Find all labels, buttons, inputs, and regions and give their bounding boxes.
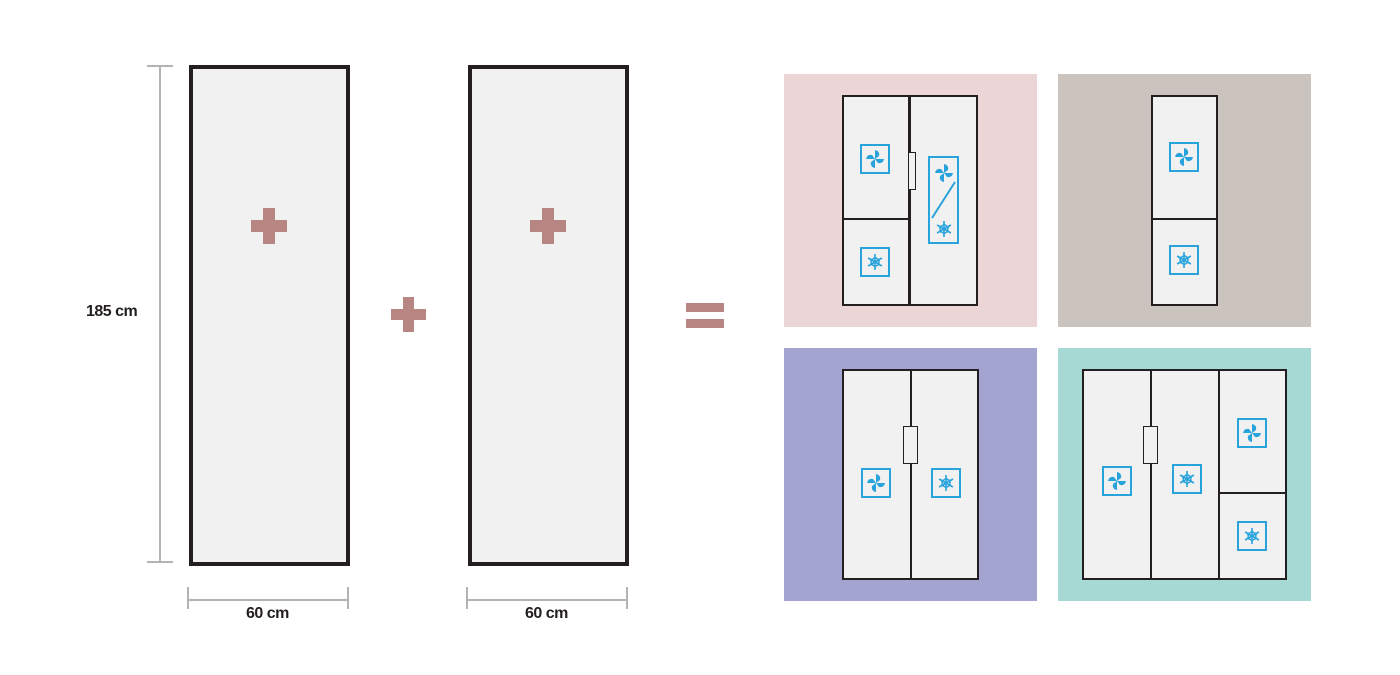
plus-icon-cabinet-left: [251, 208, 287, 244]
cabinet-left: [189, 65, 350, 566]
plus-icon-cabinet-right: [530, 208, 566, 244]
door-handle: [1143, 426, 1158, 464]
door-handle: [903, 426, 918, 464]
fan-and-snowflake-icon: [928, 156, 959, 244]
fan-icon: [1237, 418, 1267, 448]
width-dimension-left-tick-b: [347, 587, 349, 609]
fan-icon: [861, 468, 891, 498]
width-dimension-right-tick-b: [626, 587, 628, 609]
fan-icon: [1169, 142, 1199, 172]
width-dimension-right-line: [467, 599, 628, 601]
snowflake-icon: [1237, 521, 1267, 551]
height-label: 185 cm: [86, 303, 138, 320]
combination-panel-2: [1058, 74, 1311, 327]
width-label-left: 60 cm: [246, 605, 289, 622]
snowflake-icon: [1172, 464, 1202, 494]
width-dimension-left-tick-a: [187, 587, 189, 609]
snowflake-icon: [860, 247, 890, 277]
combination-panel-4: [1058, 348, 1311, 601]
combination-panel-1: [784, 74, 1037, 327]
fan-icon: [860, 144, 890, 174]
fan-icon: [1102, 466, 1132, 496]
width-label-right: 60 cm: [525, 605, 568, 622]
width-dimension-left-line: [188, 599, 349, 601]
height-dimension-tick-top: [147, 65, 173, 67]
combination-panel-3: [784, 348, 1037, 601]
cabinet-right: [468, 65, 629, 566]
snowflake-icon: [931, 468, 961, 498]
height-dimension-tick-bottom: [147, 561, 173, 563]
plus-icon: [391, 297, 426, 332]
equals-icon: [686, 303, 724, 329]
height-dimension-line: [159, 65, 161, 563]
width-dimension-right-tick-a: [466, 587, 468, 609]
door-handle: [908, 152, 916, 190]
snowflake-icon: [1169, 245, 1199, 275]
